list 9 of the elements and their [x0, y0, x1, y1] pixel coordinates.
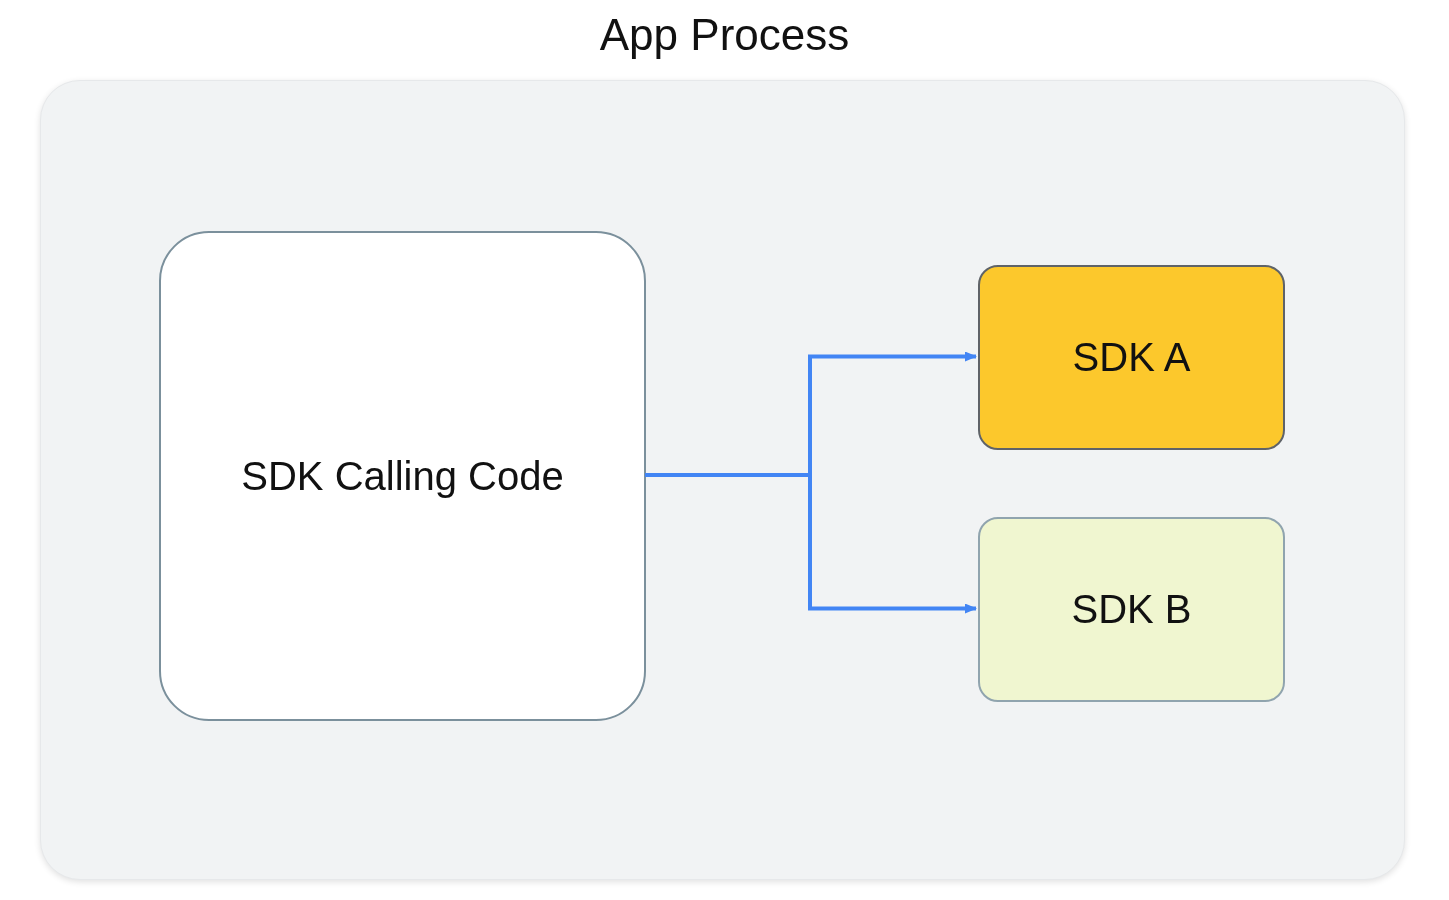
process-box: [978, 517, 1285, 702]
node-label: SDK B: [1071, 587, 1192, 632]
node-label: SDK Calling Code: [241, 453, 564, 499]
process-box: [978, 265, 1285, 450]
arrow: [645, 473, 977, 614]
node-label: SDK A: [1072, 335, 1191, 380]
app-process-container: [40, 80, 1405, 880]
container-title: App Process: [599, 10, 850, 60]
process-box: [159, 231, 646, 721]
